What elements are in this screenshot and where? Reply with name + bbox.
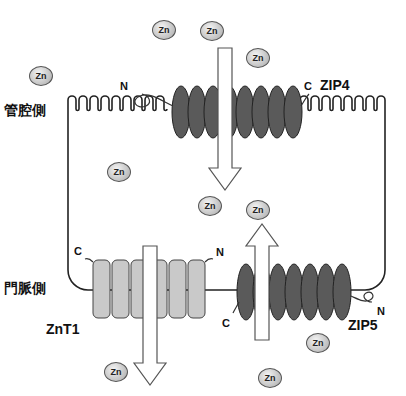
helix	[284, 86, 302, 138]
helix	[169, 260, 186, 318]
zinc-ion: Zn	[29, 66, 53, 86]
terminus-label: C	[74, 245, 82, 257]
zinc-ion: Zn	[200, 21, 224, 41]
protein-label: ZIP5	[348, 318, 378, 333]
n-terminal-tail	[205, 259, 213, 262]
zinc-ion: Zn	[107, 162, 131, 182]
ion-symbol: Zn	[205, 202, 216, 211]
helix	[172, 86, 190, 138]
n-terminal-loop	[351, 292, 373, 302]
zinc-ion: Zn	[198, 196, 222, 216]
zinc-ion: Zn	[246, 48, 270, 68]
zinc-ion: Zn	[104, 362, 128, 382]
helix	[317, 264, 335, 320]
zinc-flow-arrows	[134, 48, 278, 385]
ion-symbol: Zn	[313, 339, 324, 348]
flow-arrow	[209, 48, 241, 190]
ion-symbol: Zn	[159, 26, 170, 35]
ion-symbol: Zn	[114, 168, 125, 177]
helix	[237, 264, 255, 320]
side-label: 管腔側	[4, 103, 46, 118]
helix	[112, 260, 129, 318]
helix	[188, 86, 206, 138]
helix	[188, 260, 205, 318]
flow-arrow	[246, 224, 278, 340]
terminus-label: C	[222, 317, 230, 329]
protein-label: ZnT1	[46, 322, 79, 337]
helix	[269, 264, 287, 320]
ion-symbol: Zn	[253, 54, 264, 63]
protein-label: ZIP4	[320, 78, 350, 93]
terminus-label: N	[216, 246, 224, 258]
helix	[301, 264, 319, 320]
ion-symbol: Zn	[111, 368, 122, 377]
zinc-ion: Zn	[258, 368, 282, 388]
zip5-transporter	[237, 264, 351, 320]
zinc-ion: Zn	[152, 20, 176, 40]
helix	[268, 86, 286, 138]
helix	[333, 264, 351, 320]
ion-symbol: Zn	[36, 72, 47, 81]
side-label: 門脈側	[4, 281, 46, 296]
ion-symbol: Zn	[207, 27, 218, 36]
helix	[285, 264, 303, 320]
terminus-label: N	[120, 80, 128, 92]
ion-symbol: Zn	[265, 374, 276, 383]
terminus-label: C	[304, 80, 312, 92]
c-terminal-tail	[301, 94, 309, 106]
c-terminal-tail	[85, 259, 93, 262]
helix	[93, 260, 110, 318]
helix	[236, 86, 254, 138]
ion-symbol: Zn	[253, 206, 264, 215]
zinc-ion: Zn	[306, 333, 330, 353]
terminus-label: N	[377, 305, 385, 317]
c-terminal-tail	[233, 302, 239, 313]
zip4-transporter	[172, 86, 302, 138]
zinc-ion: Zn	[246, 200, 270, 220]
n-terminal-loop	[135, 94, 173, 107]
flow-arrow	[134, 246, 166, 385]
helix	[252, 86, 270, 138]
